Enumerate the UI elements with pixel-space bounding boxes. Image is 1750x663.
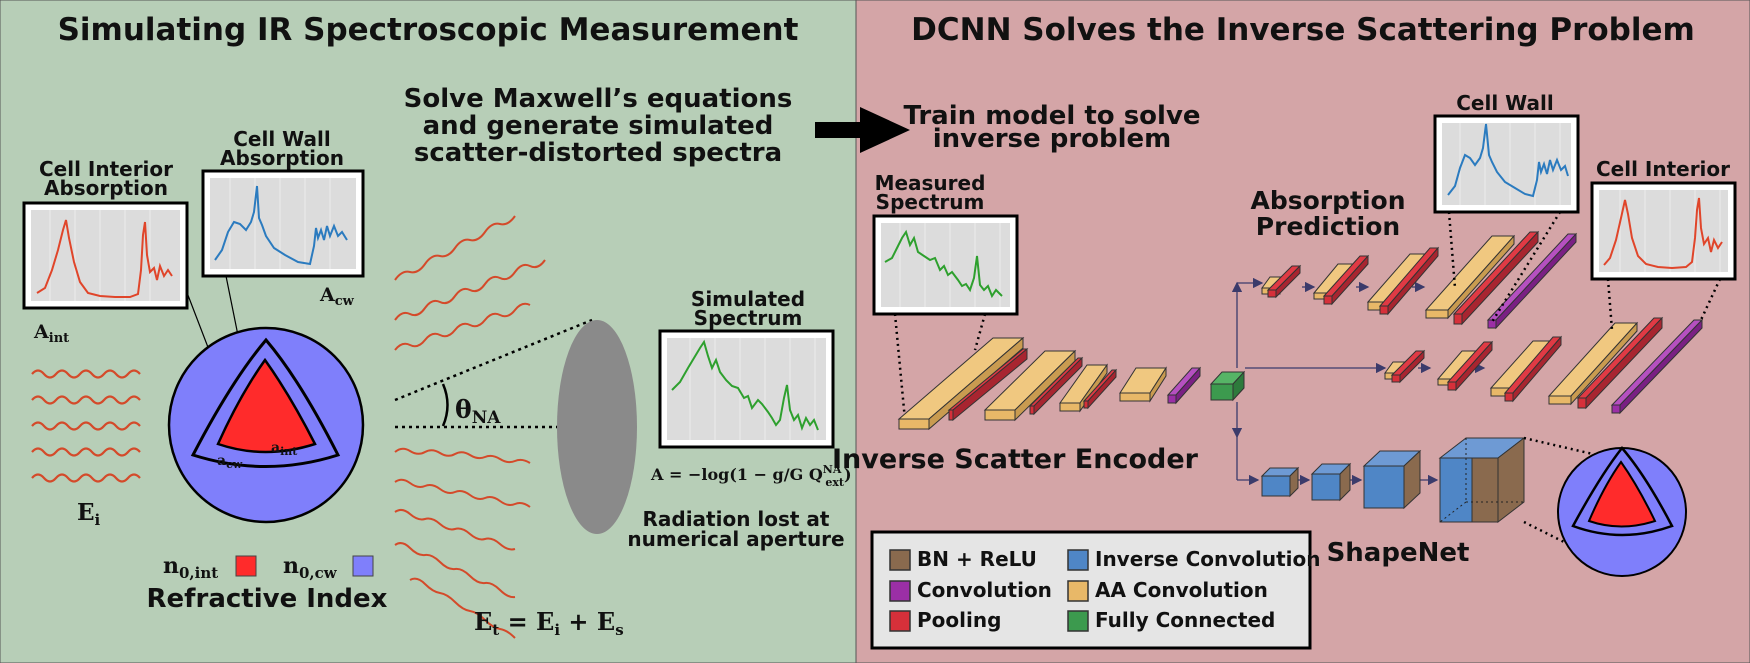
train-text-2: inverse problem xyxy=(933,124,1172,154)
n-cw-label: n0,cw xyxy=(283,553,338,582)
measured-spectrum xyxy=(884,229,1003,299)
shapenet-label: ShapeNet xyxy=(1327,538,1470,568)
legend-label-aa-convolution: AA Convolution xyxy=(1095,578,1268,602)
legend-swatch-bn-relu xyxy=(889,549,911,571)
solve-text-2: and generate simulated xyxy=(423,111,774,141)
n-int-swatch xyxy=(235,555,257,577)
cell-wall-output-spectrum xyxy=(1447,123,1569,198)
et-formula: Et = Ei + Es xyxy=(474,607,624,639)
cell-interior-title-1: Cell Interior xyxy=(39,157,173,181)
cell-interior-title-2: Absorption xyxy=(44,176,168,200)
encoder-label: Inverse Scatter Encoder xyxy=(832,444,1199,475)
cell-wall-output-title: Cell Wall xyxy=(1456,91,1553,115)
n-int-label: n0,int xyxy=(163,553,218,582)
output-sphere xyxy=(1557,446,1687,577)
lower-decoder-blocks xyxy=(1384,316,1704,415)
simulated-spectrum xyxy=(671,339,819,432)
ei-label: Ei xyxy=(77,499,101,529)
legend-swatch-aa-convolution xyxy=(1067,580,1089,602)
refractive-index-label: Refractive Index xyxy=(147,584,388,614)
legend-swatch-inverse-convolution xyxy=(1067,549,1089,571)
n-cw-swatch xyxy=(352,555,374,577)
a-int-label: Aint xyxy=(33,321,69,346)
measured-title-1: Measured xyxy=(875,171,986,195)
cell-interior-spectrum xyxy=(36,219,173,298)
a-int-small-label: aint xyxy=(271,440,298,458)
legend-label-fully-connected: Fully Connected xyxy=(1095,608,1275,632)
scattered-waves xyxy=(394,215,546,639)
big-arrow-icon xyxy=(815,107,910,153)
absorption-prediction-2: Prediction xyxy=(1256,212,1400,241)
legend-items: BN + ReLU Inverse Convolution Convolutio… xyxy=(889,547,1321,632)
legend-swatch-fully-connected xyxy=(1067,610,1089,632)
cell-interior-output-title: Cell Interior xyxy=(1596,157,1730,181)
measured-title-2: Spectrum xyxy=(876,190,985,214)
cell-sphere xyxy=(167,326,365,524)
radiation-text-1: Radiation lost at xyxy=(642,507,829,531)
legend-swatch-convolution xyxy=(889,580,911,602)
upper-decoder-blocks xyxy=(1261,230,1578,330)
shapenet-blocks xyxy=(1260,436,1526,524)
solve-text-1: Solve Maxwell’s equations xyxy=(404,84,793,114)
right-title: DCNN Solves the Inverse Scattering Probl… xyxy=(911,12,1695,48)
simulated-title-1: Simulated xyxy=(691,287,805,311)
incident-waves xyxy=(31,369,141,483)
solve-text-3: scatter-distorted spectra xyxy=(414,138,782,168)
radiation-text-2: numerical aperture xyxy=(627,527,844,551)
cell-interior-output-spectrum xyxy=(1603,197,1723,270)
cell-wall-spectrum xyxy=(214,185,348,266)
left-title: Simulating IR Spectroscopic Measurement xyxy=(58,12,799,48)
train-text-1: Train model to solve xyxy=(903,101,1200,131)
legend-swatch-pooling xyxy=(889,610,911,632)
cell-wall-title-1: Cell Wall xyxy=(233,127,330,151)
a-cw-label: Acw xyxy=(319,284,355,309)
legend-label-bn-relu: BN + ReLU xyxy=(917,547,1037,571)
legend-label-inverse-convolution: Inverse Convolution xyxy=(1095,547,1321,571)
cell-wall-title-2: Absorption xyxy=(220,146,344,170)
legend-box xyxy=(870,530,1312,650)
legend-label-convolution: Convolution xyxy=(917,578,1052,602)
cell-interior-grid xyxy=(49,210,151,301)
legend-label-pooling: Pooling xyxy=(917,608,1001,632)
simulated-title-2: Spectrum xyxy=(694,306,803,330)
absorption-prediction-1: Absorption xyxy=(1250,186,1405,215)
aperture-ellipse xyxy=(557,320,637,534)
a-cw-small-label: acw xyxy=(217,453,243,471)
theta-na-label: θNA xyxy=(455,395,501,428)
encoder-blocks xyxy=(897,336,1246,431)
